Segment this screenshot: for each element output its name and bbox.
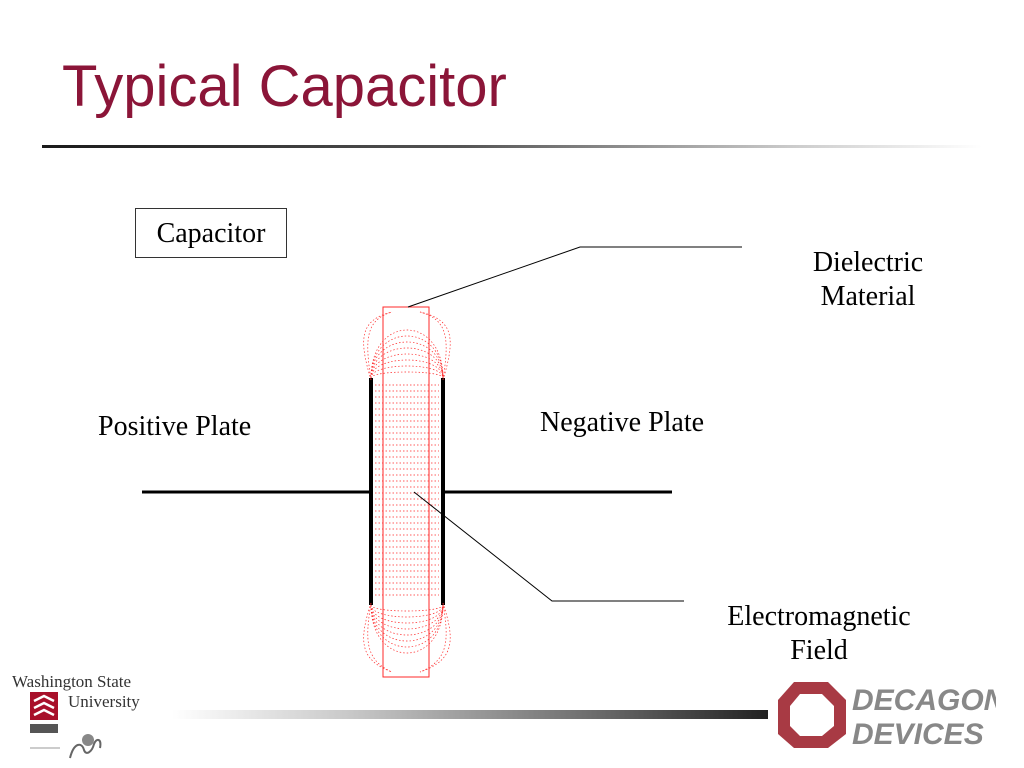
field-line (370, 365, 444, 379)
field-line (370, 329, 444, 379)
field-line (370, 341, 444, 379)
field-line (370, 604, 444, 642)
field-line (370, 604, 444, 654)
field-line (370, 371, 444, 379)
wsu-name-line1: Washington State (12, 672, 132, 691)
field-line (419, 602, 447, 673)
slide-title: Typical Capacitor (62, 54, 507, 119)
field-line (367, 602, 393, 673)
dielectric-leader-line (407, 246, 742, 308)
field-label: Electromagnetic Field (700, 600, 938, 667)
field-line (370, 604, 444, 636)
field-line (370, 604, 444, 648)
field-line (363, 602, 393, 673)
field-leader-line (413, 491, 684, 602)
dielectric-label-line2: Material (820, 280, 916, 312)
dielectric-material (382, 306, 430, 678)
electromagnetic-field-lines (363, 311, 451, 673)
field-line (370, 347, 444, 379)
field-line (370, 604, 444, 630)
field-line (419, 311, 447, 381)
decagon-logo: DECAGON DEVICES (778, 682, 996, 750)
field-label-line1: Electromagnetic (727, 601, 911, 632)
field-label-line2: Field (790, 634, 848, 666)
capacitor-label: Capacitor (135, 208, 287, 258)
field-line (419, 602, 451, 673)
wsu-logo: Washington State University (12, 672, 177, 762)
field-line (370, 359, 444, 379)
field-line (370, 335, 444, 379)
positive-plate-label: Positive Plate (98, 411, 252, 442)
dielectric-label-line1: Dielectric (812, 247, 924, 278)
field-line (367, 311, 393, 381)
dielectric-label: Dielectric Material (790, 246, 946, 313)
negative-plate-label: Negative Plate (540, 407, 705, 438)
decagon-name-line2: DEVICES (852, 718, 984, 750)
decagon-name-line1: DECAGON (852, 684, 996, 717)
wsu-name-line2: University (68, 692, 140, 711)
field-line (363, 311, 393, 381)
field-line (370, 604, 444, 612)
wsu-seal-icon (30, 692, 102, 759)
footer-divider (172, 710, 768, 719)
title-divider (42, 145, 982, 148)
field-line (419, 311, 451, 381)
field-line (370, 604, 444, 624)
field-line (370, 604, 444, 618)
field-line (370, 353, 444, 379)
